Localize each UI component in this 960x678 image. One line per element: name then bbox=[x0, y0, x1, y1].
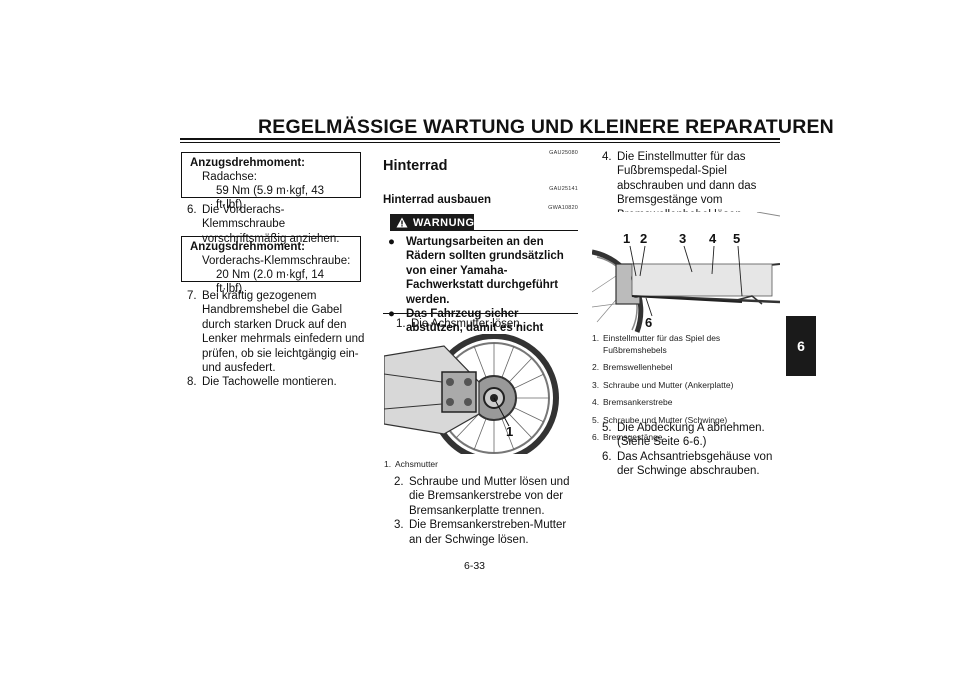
step-number: 7. bbox=[187, 290, 197, 302]
warning-item: ●Wartungsarbeiten an den Rädern sollten … bbox=[388, 236, 564, 306]
header-rule bbox=[180, 138, 780, 140]
caption-item: 6.Bremsgestänge bbox=[592, 432, 663, 442]
step-text: Schraube und Mutter lösen und die Bremsa… bbox=[409, 476, 570, 517]
warning-rule-bottom bbox=[383, 313, 578, 314]
step-1: 1. Die Achsmutter lösen. bbox=[396, 317, 581, 331]
step-text: Bei kräftig gezogenem Handbremshebel die… bbox=[202, 290, 365, 375]
photo-callout: 2 bbox=[640, 231, 648, 246]
step-text: Die Vorderachs-Klemmschraube vorschrifts… bbox=[202, 204, 340, 245]
step-text: Die Achsmutter lösen. bbox=[411, 318, 523, 330]
torque-box-axle: Anzugsdrehmoment: Radachse: 59 Nm (5.9 m… bbox=[181, 152, 361, 211]
step-number: 4. bbox=[602, 151, 612, 163]
torque-heading: Anzugsdrehmoment: bbox=[190, 241, 305, 253]
doc-code: GWA10820 bbox=[548, 205, 578, 211]
photo-callout: 1 bbox=[623, 231, 631, 246]
warning-label: WARNUNG bbox=[413, 216, 475, 229]
step-text: Die Abdeckung A abnehmen. (Siehe Seite 6… bbox=[617, 422, 765, 449]
doc-code: GAU25141 bbox=[549, 186, 578, 192]
photo-callout: 4 bbox=[709, 231, 717, 246]
photo-callout: 1 bbox=[506, 424, 514, 439]
doc-code: GAU25080 bbox=[549, 150, 578, 156]
brake-linkage-illustration bbox=[592, 212, 780, 334]
step-number: 1. bbox=[396, 318, 406, 330]
chapter-tab: 6 bbox=[786, 316, 816, 376]
steps-5-6: 5. Die Abdeckung A abnehmen. (Siehe Seit… bbox=[602, 421, 782, 479]
page-title: REGELMÄSSIGE WARTUNG UND KLEINERE REPARA… bbox=[258, 116, 834, 138]
step-number: 3. bbox=[394, 519, 404, 532]
page-number: 6-33 bbox=[464, 560, 486, 572]
caption-item: 1.Einstellmutter für das Spiel des Fußbr… bbox=[592, 333, 721, 355]
warning-rule-top bbox=[474, 230, 578, 231]
brake-linkage-photo: 1 2 3 4 5 6 bbox=[592, 212, 780, 334]
torque-value: 20 Nm (2.0 m·kgf, 14 ft·lbf) bbox=[216, 269, 325, 295]
step-number: 8. bbox=[187, 376, 197, 389]
subsection-heading: Hinterrad ausbauen bbox=[383, 194, 491, 206]
caption-item: 5.Schraube und Mutter (Schwinge) bbox=[592, 414, 728, 425]
step-number: 6. bbox=[187, 204, 197, 216]
torque-box-clamp: Anzugsdrehmoment: Vorderachs-Klemmschrau… bbox=[181, 236, 361, 295]
steps-2-3: 2. Schraube und Mutter lösen und die Bre… bbox=[394, 475, 580, 547]
figure-caption-list: 1.Einstellmutter für das Spiel des Fußbr… bbox=[592, 333, 778, 450]
step-text: Die Tachowelle montieren. bbox=[202, 376, 337, 389]
torque-value: 59 Nm (5.9 m·kgf, 43 ft·lbf) bbox=[216, 185, 325, 211]
figure-caption: 1.Achsmutter bbox=[384, 459, 438, 469]
torque-item: Radachse: bbox=[202, 171, 257, 183]
step-text: Das Achsantriebsgehäuse von der Schwinge… bbox=[617, 450, 773, 478]
photo-callout: 5 bbox=[733, 231, 741, 246]
photo-callout: 6 bbox=[645, 315, 653, 330]
caption-item: 2.Bremswellenhebel bbox=[592, 362, 673, 372]
step-number: 2. bbox=[394, 476, 404, 488]
warning-triangle-icon bbox=[396, 217, 408, 228]
steps-7-8: 7. Bei kräftig gezogenem Handbremshebel … bbox=[187, 289, 367, 390]
caption-item: 3.Schraube und Mutter (Ankerplatte) bbox=[592, 379, 734, 390]
photo-callout: 3 bbox=[679, 231, 687, 246]
rear-wheel-illustration bbox=[384, 334, 576, 454]
caption-item: 4.Bremsankerstrebe bbox=[592, 397, 673, 407]
warning-badge: WARNUNG bbox=[390, 214, 474, 231]
header-rule-thin bbox=[180, 142, 780, 143]
step-text: Die Bremsankerstreben-Mutter an der Schw… bbox=[409, 519, 567, 546]
section-heading: Hinterrad bbox=[383, 158, 448, 174]
torque-item: Vorderachs-Klemmschraube: bbox=[202, 255, 351, 267]
step-number: 6. bbox=[602, 450, 612, 463]
warning-list: ●Wartungsarbeiten an den Rädern sollten … bbox=[388, 235, 578, 350]
step-number: 5. bbox=[602, 422, 612, 434]
rear-wheel-photo: 1 bbox=[384, 334, 576, 454]
step-6-front: 6. Die Vorderachs-Klemmschraube vorschri… bbox=[187, 203, 365, 246]
torque-heading: Anzugsdrehmoment: bbox=[190, 157, 305, 169]
